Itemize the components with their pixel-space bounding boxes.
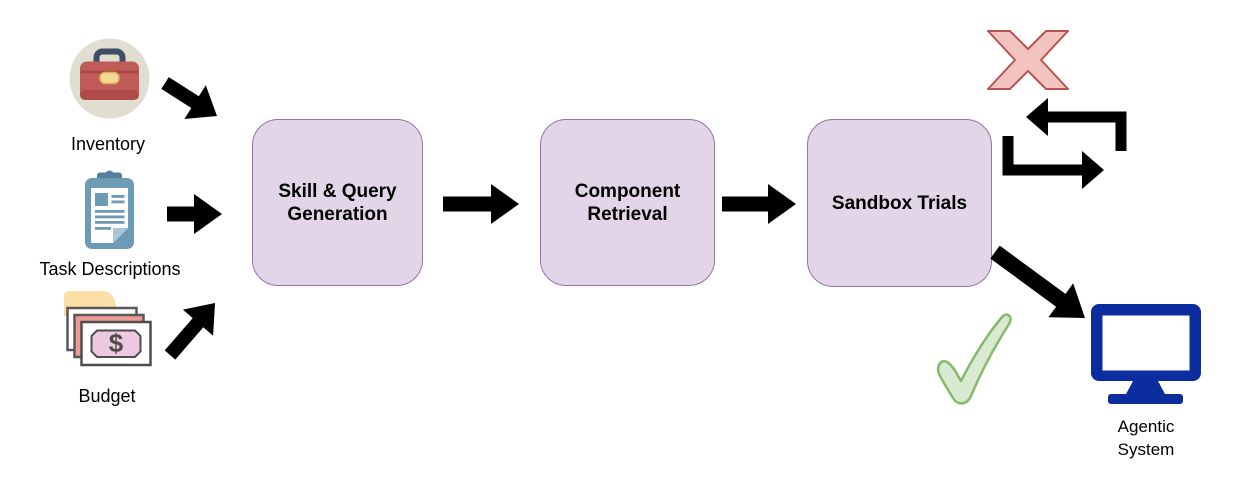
retry-loop-upper-shaft xyxy=(1044,111,1127,151)
banknotes-icon: $ xyxy=(64,291,152,367)
paper-line xyxy=(111,195,125,198)
paper-line xyxy=(111,200,125,204)
arrow-budget-to-generation xyxy=(164,303,215,360)
clipboard-paper-fold xyxy=(113,228,128,243)
monitor-screen xyxy=(1102,315,1190,371)
stage-label: Sandbox Trials xyxy=(831,192,968,214)
retry-loop-lower-head xyxy=(1082,151,1104,189)
briefcase-latch xyxy=(99,71,120,85)
monitor-icon xyxy=(1091,304,1201,404)
checkmark-icon xyxy=(936,313,1012,405)
x-mark-icon xyxy=(987,30,1069,90)
budget-label: Budget xyxy=(78,386,136,406)
paper-line xyxy=(95,227,111,230)
retry-loop-upper-head xyxy=(1026,98,1048,136)
stage-label: Component Retrieval xyxy=(574,180,681,225)
banknote-ticket xyxy=(90,329,142,358)
retry-loop-icon xyxy=(1002,98,1127,189)
inventory-label: Inventory xyxy=(70,134,146,154)
arrow-tasks-to-generation xyxy=(167,194,222,234)
paper-line xyxy=(95,221,125,224)
task-descriptions-label: Task Descriptions xyxy=(39,259,181,279)
briefcase-icon xyxy=(69,38,150,119)
stage-label: Skill & Query Generation xyxy=(278,180,397,225)
stage-sandbox-trials: Sandbox Trials xyxy=(807,119,992,287)
paper-image-block xyxy=(95,193,108,206)
dollar-sign: $ xyxy=(109,328,124,358)
retry-loop-lower-shaft xyxy=(1002,136,1086,176)
arrow-generation-to-retrieval xyxy=(443,184,519,224)
arrow-sandbox-to-agentic xyxy=(990,245,1085,318)
monitor-neck xyxy=(1125,381,1166,396)
paper-line xyxy=(95,210,125,213)
clipboard-icon xyxy=(85,170,134,249)
arrow-inventory-to-generation xyxy=(161,77,217,119)
stage-skill-query-generation: Skill & Query Generation xyxy=(252,119,423,286)
arrow-retrieval-to-sandbox xyxy=(722,184,796,224)
agentic-system-label: Agentic System xyxy=(1117,417,1175,459)
paper-line xyxy=(95,215,125,219)
monitor-base xyxy=(1108,394,1183,404)
stage-component-retrieval: Component Retrieval xyxy=(540,119,715,286)
briefcase-base xyxy=(80,90,139,100)
